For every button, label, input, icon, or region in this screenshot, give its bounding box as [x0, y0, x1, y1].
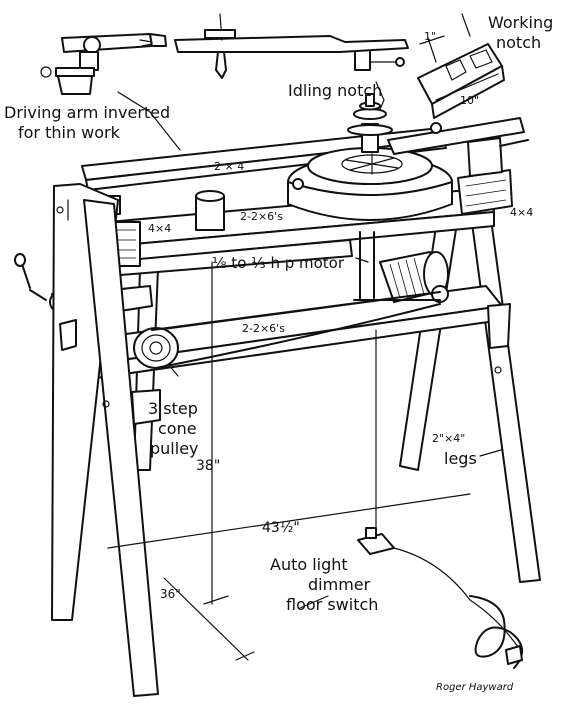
driving-arm-label-2: for thin work — [18, 123, 121, 142]
motor — [353, 231, 449, 303]
cone-pulley-label: 3 step — [148, 399, 198, 418]
floor-switch-label-3: floor switch — [286, 595, 378, 614]
arm-rail-right — [387, 117, 529, 177]
driving-arm-inverted — [40, 13, 409, 95]
floor-switch-label: Auto light — [270, 555, 348, 574]
legs-label: legs — [444, 449, 477, 468]
signature: Roger Hayward — [436, 682, 514, 693]
cone-pulley-label-2: cone — [158, 419, 197, 438]
width-dim: 43½" — [262, 520, 300, 536]
top-plank-dim: 2 × 4 — [214, 160, 244, 173]
idling-notch-label: Idling notch — [288, 81, 382, 100]
working-notch-detail — [417, 13, 505, 119]
dimension-lines — [107, 261, 471, 661]
legs-dim: 2"×4" — [432, 432, 465, 445]
floor-switch — [357, 329, 523, 669]
front-legs — [51, 183, 511, 697]
driving-arm-label: Driving arm inverted — [4, 103, 170, 122]
working-notch-label-2: notch — [496, 33, 541, 52]
working-notch-label: Working — [488, 13, 553, 32]
floor-switch-label-2: dimmer — [308, 575, 371, 594]
depth-dim: 36" — [160, 587, 181, 601]
left-block-dim: 4×4 — [148, 222, 171, 235]
height-dim: 38" — [196, 458, 220, 474]
upper-rails-dim: 2-2×6's — [240, 210, 283, 223]
motor-label: ⅛ to ⅓ h p motor — [212, 254, 345, 272]
notch-dim-small: 1" — [424, 30, 436, 43]
cone-pulley-label-3: pulley — [150, 439, 199, 458]
lower-rails-dim: 2-2×6's — [242, 322, 285, 335]
notch-dim-large: 10" — [460, 94, 479, 107]
right-block-dim: 4×4 — [510, 206, 533, 219]
lap-wheel — [287, 93, 453, 221]
